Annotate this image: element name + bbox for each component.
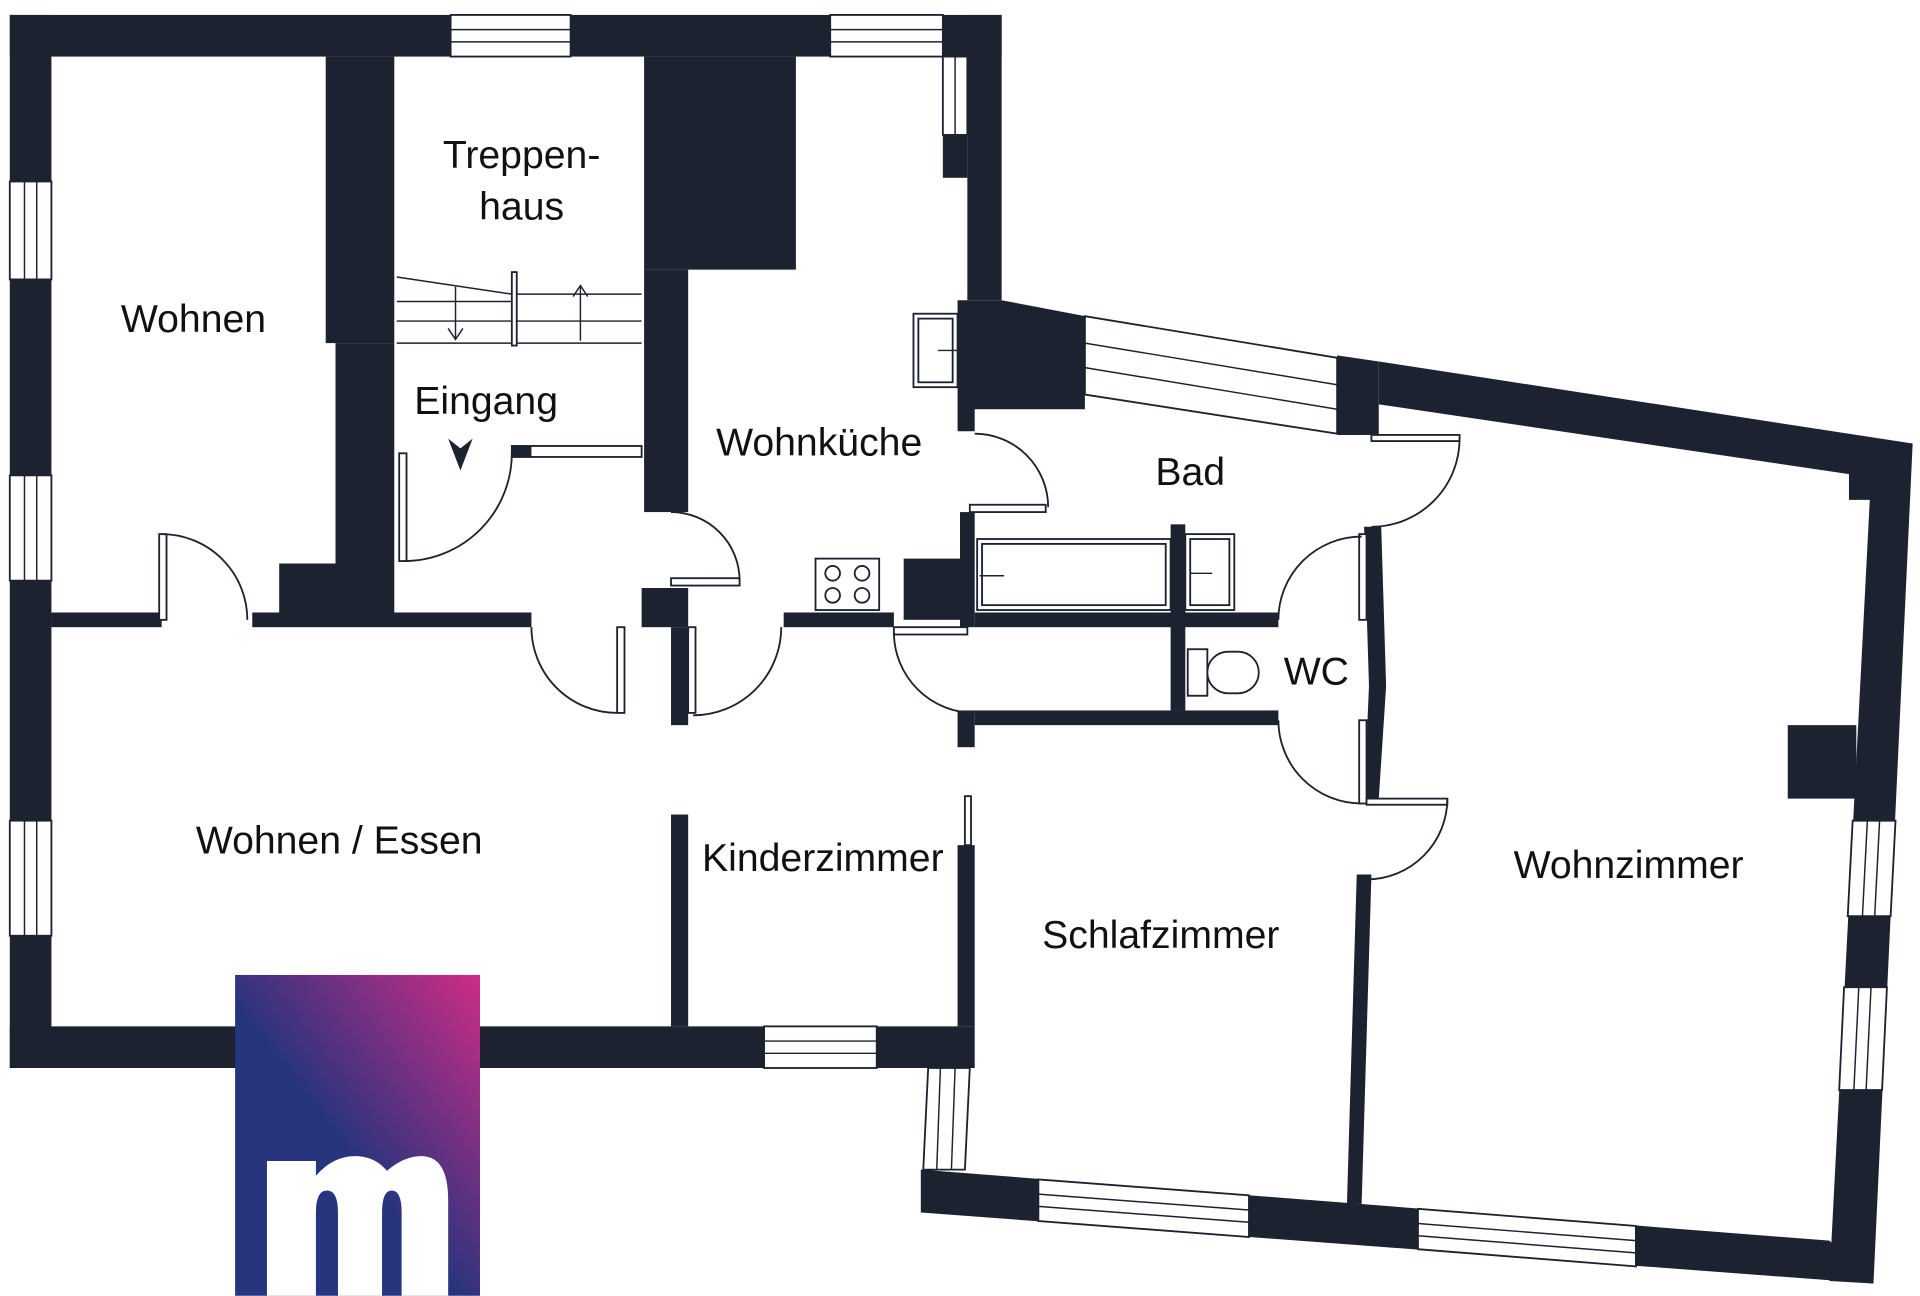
- room-label-schlafzimmer: Schlafzimmer: [1042, 914, 1279, 957]
- windows: [8, 14, 1897, 1268]
- wall: [1346, 874, 1372, 1204]
- wall-right-building-top-right: [1378, 361, 1913, 1284]
- shaft: [644, 56, 796, 270]
- room-label-wohnzimmer: Wohnzimmer: [1514, 844, 1744, 887]
- window: [8, 474, 53, 582]
- door: [158, 533, 249, 621]
- window: [1846, 819, 1897, 918]
- window: [763, 1025, 878, 1069]
- window: [1083, 315, 1339, 435]
- window: [8, 819, 53, 937]
- wall: [957, 710, 975, 748]
- entrance-arrow-icon: [448, 438, 473, 471]
- room-label-wc: WC: [1284, 651, 1349, 694]
- door: [1370, 434, 1461, 528]
- wall: [783, 612, 894, 628]
- door: [968, 432, 1050, 514]
- wall: [51, 612, 162, 628]
- door: [670, 511, 741, 587]
- room-label-wohnkueche: Wohnküche: [716, 422, 922, 465]
- window: [449, 14, 572, 58]
- room-label-kinderzimmer: Kinderzimmer: [702, 837, 944, 880]
- wall: [974, 710, 1279, 726]
- wall-segment: [942, 134, 968, 178]
- window: [829, 14, 944, 58]
- door-entrance: [398, 452, 513, 562]
- room-label-treppenhaus-line2: haus: [479, 185, 564, 228]
- room-label-bad: Bad: [1155, 451, 1225, 494]
- wall: [252, 612, 532, 628]
- door: [892, 626, 975, 714]
- wall: [335, 343, 395, 564]
- arrow-down-icon: [447, 286, 464, 341]
- wall: [641, 588, 689, 628]
- washbasin: [1184, 533, 1236, 611]
- wall-bath-corner: [957, 300, 1085, 432]
- arrow-up-icon: [572, 284, 589, 341]
- wall: [957, 845, 975, 1027]
- window: [922, 1067, 971, 1171]
- wall: [644, 269, 689, 513]
- door: [530, 626, 626, 714]
- wall: [325, 56, 395, 344]
- door: [1277, 719, 1368, 805]
- wall-pillar: [1337, 355, 1379, 435]
- interior-walls: [51, 56, 1387, 1204]
- door: [1277, 533, 1368, 621]
- door: [1365, 797, 1449, 881]
- room-label-wohnen-essen: Wohnen / Essen: [196, 820, 483, 863]
- wall: [511, 445, 532, 457]
- room-label-treppenhaus-line1: Treppen-: [443, 134, 601, 177]
- wall: [1170, 524, 1186, 711]
- room-labels: Treppen- haus Wohnen Eingang Wohnküche B…: [121, 134, 1744, 957]
- logo: [235, 974, 480, 1296]
- window: [1417, 1207, 1637, 1268]
- logo-letter-m: [266, 1156, 449, 1296]
- room-label-wohnen: Wohnen: [121, 298, 266, 341]
- wall-kitchen-right: [967, 14, 1002, 301]
- doors: [158, 432, 1461, 881]
- door-frame: [963, 795, 972, 847]
- wall: [671, 814, 689, 1027]
- window: [1838, 986, 1888, 1091]
- room-label-eingang: Eingang: [414, 380, 558, 423]
- wall: [671, 627, 689, 726]
- wall: [1364, 526, 1387, 799]
- wall: [974, 612, 1279, 628]
- wall: [279, 563, 395, 613]
- window: [1037, 1178, 1250, 1238]
- bathtub: [976, 538, 1172, 611]
- stove: [814, 557, 881, 611]
- window: [8, 180, 53, 281]
- kitchen-sink: [912, 312, 959, 389]
- kitchen-cabinet: [903, 558, 968, 620]
- door: [687, 626, 783, 717]
- window: [941, 55, 969, 136]
- toilet: [1186, 648, 1260, 697]
- stairs: [396, 271, 642, 347]
- wall: [960, 512, 975, 628]
- chimney: [1787, 725, 1857, 799]
